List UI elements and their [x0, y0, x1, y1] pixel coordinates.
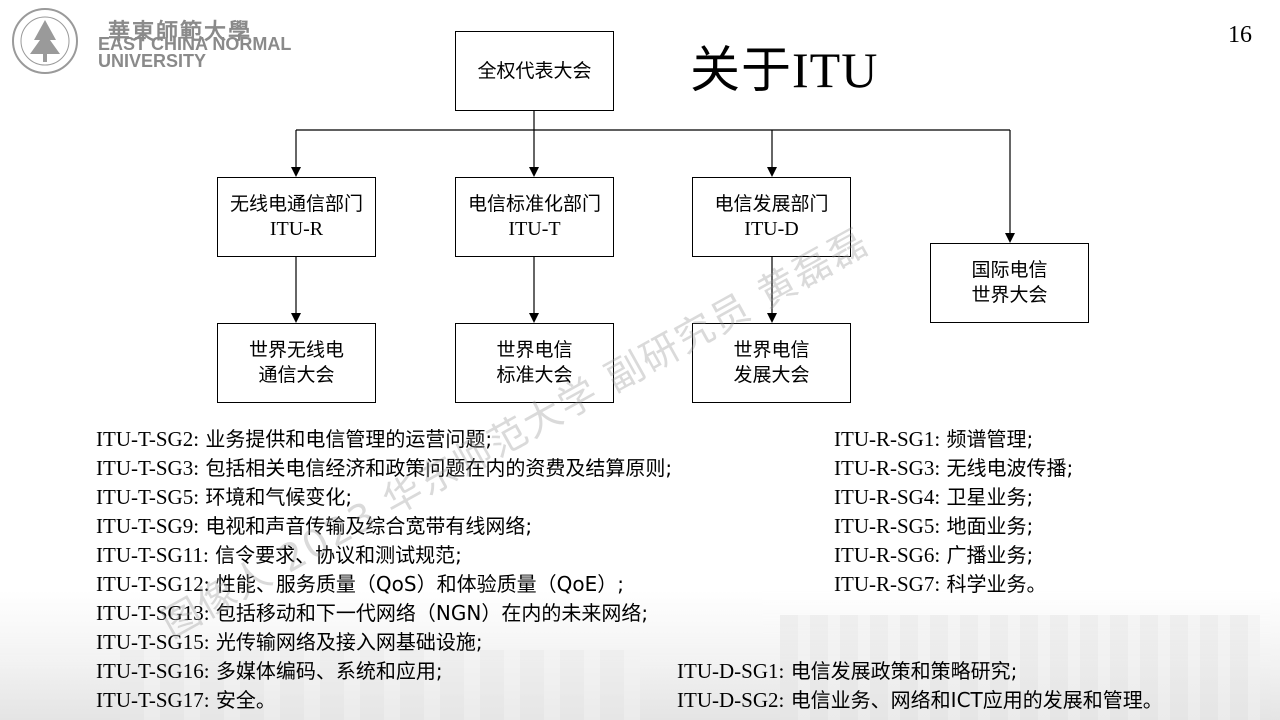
wrc-line2: 通信大会 — [258, 364, 335, 386]
list-item: ITU-T-SG3: 包括相关电信经济和政策问题在内的资费及结算原则; — [96, 454, 672, 482]
box-wtdc: 世界电信 发展大会 — [692, 323, 851, 403]
background-building-right — [780, 615, 1260, 720]
list-item: ITU-T-SG13: 包括移动和下一代网络（NGN）在内的未来网络; — [96, 599, 648, 627]
list-item: ITU-R-SG7: 科学业务。 — [834, 570, 1047, 598]
box-itu-d: 电信发展部门 ITU-D — [692, 177, 851, 257]
list-item: ITU-T-SG5: 环境和气候变化; — [96, 483, 352, 511]
logo-english-name: EAST CHINA NORMAL UNIVERSITY — [98, 34, 292, 71]
sg-code: ITU-T-SG11: — [96, 543, 209, 567]
logo-chinese-name: 華東師範大學 — [108, 19, 253, 45]
sg-desc: 信令要求、协议和测试规范; — [215, 543, 462, 567]
sg-code: ITU-D-SG1: — [677, 659, 785, 683]
sg-code: ITU-T-SG9: — [96, 514, 200, 538]
slide-title: 关于ITU — [690, 42, 879, 98]
list-item: ITU-D-SG1: 电信发展政策和策略研究; — [677, 657, 1017, 685]
itu-r-name: 无线电通信部门 — [229, 193, 363, 215]
list-item: ITU-R-SG6: 广播业务; — [834, 541, 1033, 569]
page-number: 16 — [1228, 22, 1252, 48]
itu-d-name: 电信发展部门 — [714, 193, 829, 215]
sg-code: ITU-R-SG4: — [834, 485, 941, 509]
logo-english-line1: EAST CHINA NORMAL — [98, 34, 292, 54]
sg-code: ITU-R-SG6: — [834, 543, 941, 567]
sg-code: ITU-T-SG2: — [96, 427, 200, 451]
sg-desc: 业务提供和电信管理的运营问题; — [205, 427, 493, 451]
list-item: ITU-D-SG2: 电信业务、网络和ICT应用的发展和管理。 — [677, 686, 1163, 714]
sg-desc: 科学业务。 — [946, 572, 1047, 596]
list-item: ITU-T-SG15: 光传输网络及接入网基础设施; — [96, 628, 483, 656]
list-item: ITU-R-SG3: 无线电波传播; — [834, 454, 1073, 482]
sg-desc: 卫星业务; — [946, 485, 1034, 509]
sg-desc: 安全。 — [215, 688, 276, 712]
sg-code: ITU-T-SG15: — [96, 630, 210, 654]
list-item: ITU-T-SG11: 信令要求、协议和测试规范; — [96, 541, 462, 569]
list-item: ITU-T-SG2: 业务提供和电信管理的运营问题; — [96, 425, 492, 453]
sg-code: ITU-D-SG2: — [677, 688, 785, 712]
itu-r-code: ITU-R — [269, 218, 324, 240]
sg-desc: 无线电波传播; — [946, 456, 1074, 480]
sg-desc: 频谱管理; — [946, 427, 1034, 451]
sg-desc: 电视和声音传输及综合宽带有线网络; — [205, 514, 533, 538]
sg-desc: 地面业务; — [946, 514, 1034, 538]
background-campus-image — [0, 590, 1280, 720]
wtdc-line2: 发展大会 — [733, 364, 810, 386]
list-item: ITU-T-SG17: 安全。 — [96, 686, 276, 714]
sg-desc: 环境和气候变化; — [205, 485, 353, 509]
list-item: ITU-R-SG4: 卫星业务; — [834, 483, 1033, 511]
sg-desc: 性能、服务质量（QoS）和体验质量（QoE）; — [215, 572, 624, 596]
sg-code: ITU-R-SG5: — [834, 514, 941, 538]
box-itu-r: 无线电通信部门 ITU-R — [217, 177, 376, 257]
university-logo: 華東師範大學 EAST CHINA NORMAL UNIVERSITY — [10, 6, 300, 76]
sg-code: ITU-R-SG3: — [834, 456, 941, 480]
box-wrc: 世界无线电 通信大会 — [217, 323, 376, 403]
sg-code: ITU-T-SG17: — [96, 688, 210, 712]
sg-code: ITU-T-SG13: — [96, 601, 210, 625]
sg-desc: 光传输网络及接入网基础设施; — [215, 630, 483, 654]
itu-t-code: ITU-T — [508, 218, 561, 240]
itu-t-name: 电信标准化部门 — [467, 193, 601, 215]
itu-d-code: ITU-D — [744, 218, 799, 240]
wrc-line1: 世界无线电 — [248, 339, 344, 361]
sg-code: ITU-T-SG16: — [96, 659, 210, 683]
list-item: ITU-T-SG16: 多媒体编码、系统和应用; — [96, 657, 443, 685]
sg-desc: 电信发展政策和策略研究; — [790, 659, 1018, 683]
sg-code: ITU-R-SG7: — [834, 572, 941, 596]
sg-desc: 广播业务; — [946, 543, 1034, 567]
list-item: ITU-R-SG5: 地面业务; — [834, 512, 1033, 540]
wtdc-line1: 世界电信 — [733, 339, 810, 361]
wcit-line1: 国际电信 — [971, 259, 1048, 281]
sg-code: ITU-T-SG5: — [96, 485, 200, 509]
background-building-left — [120, 650, 640, 720]
sg-desc: 多媒体编码、系统和应用; — [215, 659, 443, 683]
sg-code: ITU-T-SG3: — [96, 456, 200, 480]
list-item: ITU-R-SG1: 频谱管理; — [834, 425, 1033, 453]
logo-english-line2: UNIVERSITY — [98, 51, 207, 71]
wtsa-line1: 世界电信 — [496, 339, 573, 361]
sg-desc: 电信业务、网络和ICT应用的发展和管理。 — [790, 688, 1163, 712]
box-wtsa: 世界电信 标准大会 — [455, 323, 614, 403]
sg-code: ITU-T-SG12: — [96, 572, 210, 596]
sg-code: ITU-R-SG1: — [834, 427, 941, 451]
box-plenipotentiary: 全权代表大会 — [455, 31, 614, 111]
plenipotentiary-label: 全权代表大会 — [477, 59, 592, 82]
list-item: ITU-T-SG9: 电视和声音传输及综合宽带有线网络; — [96, 512, 532, 540]
box-itu-t: 电信标准化部门 ITU-T — [455, 177, 614, 257]
university-seal-icon — [12, 8, 78, 74]
sg-desc: 包括移动和下一代网络（NGN）在内的未来网络; — [215, 601, 649, 625]
box-wcit: 国际电信 世界大会 — [930, 243, 1089, 323]
wcit-line2: 世界大会 — [971, 284, 1048, 306]
sg-desc: 包括相关电信经济和政策问题在内的资费及结算原则; — [205, 456, 673, 480]
list-item: ITU-T-SG12: 性能、服务质量（QoS）和体验质量（QoE）; — [96, 570, 624, 598]
wtsa-line2: 标准大会 — [496, 364, 573, 386]
